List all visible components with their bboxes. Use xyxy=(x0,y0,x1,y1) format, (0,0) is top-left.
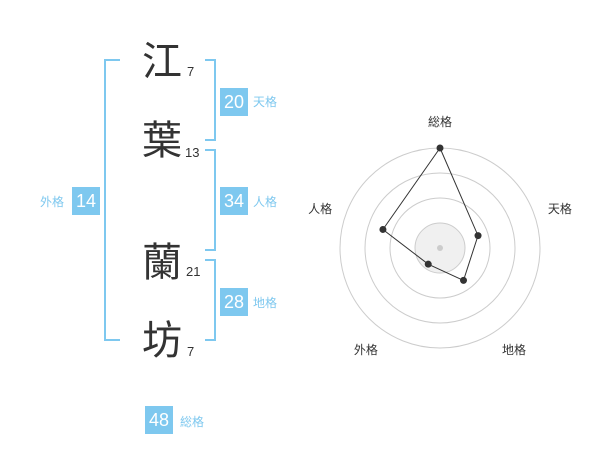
tenkaku-bracket xyxy=(205,59,216,141)
jinkaku-bracket xyxy=(205,149,216,251)
radar-grid xyxy=(339,147,541,349)
radar-axis-label: 総格 xyxy=(428,114,452,129)
jinkaku-label: 人格 xyxy=(253,195,278,209)
stroke-count-1: 7 xyxy=(187,64,195,79)
radar-value-polygon xyxy=(382,146,479,282)
gaikaku-value: 14 xyxy=(72,187,100,215)
radar-axis-label: 地格 xyxy=(502,342,526,357)
stroke-count-2: 13 xyxy=(185,145,200,160)
tenkaku-value: 20 xyxy=(220,88,248,116)
name-char-3: 蘭 xyxy=(142,240,182,286)
tenkaku-label: 天格 xyxy=(253,95,278,109)
soukaku-value: 48 xyxy=(145,406,173,434)
name-char-1: 江 xyxy=(142,39,182,85)
jinkaku-value: 34 xyxy=(220,187,248,215)
stroke-count-4: 7 xyxy=(187,344,195,359)
radar-axis-label: 外格 xyxy=(354,342,378,357)
radar-axis-label: 人格 xyxy=(308,201,332,216)
radar-ring xyxy=(414,222,466,274)
radar-point xyxy=(379,225,387,233)
radar-point xyxy=(460,276,468,284)
radar-points xyxy=(379,144,482,284)
gaikaku-label: 外格 xyxy=(40,195,65,209)
radar-point xyxy=(424,260,432,268)
radar-center-dot xyxy=(437,245,443,251)
gaikaku-bracket xyxy=(104,59,120,341)
chikaku-value: 28 xyxy=(220,288,248,316)
radar-point xyxy=(436,144,444,152)
bracket-lines xyxy=(104,59,216,341)
soukaku-label: 総格 xyxy=(180,415,205,429)
radar-axis-label: 天格 xyxy=(548,201,572,216)
radar-point xyxy=(474,232,482,240)
stroke-count-3: 21 xyxy=(186,264,201,279)
name-char-4: 坊 xyxy=(142,318,182,364)
radar-ring xyxy=(364,172,516,324)
chikaku-bracket xyxy=(205,259,216,341)
radar-ring xyxy=(389,197,491,299)
name-char-2: 葉 xyxy=(142,118,182,164)
chikaku-label: 地格 xyxy=(253,296,278,310)
